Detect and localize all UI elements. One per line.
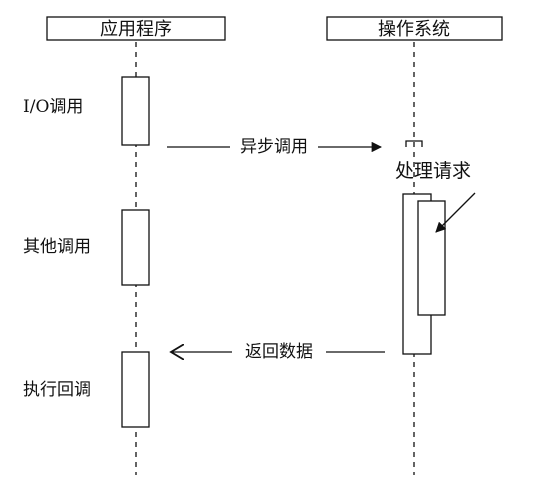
label-io-call: I/O调用: [23, 97, 83, 117]
label-other-call: 其他调用: [23, 237, 91, 257]
lifeline-app-title: 应用程序: [100, 19, 172, 40]
message-async-call-label: 异步调用: [240, 137, 308, 157]
label-handle-request: 处理请求: [395, 160, 471, 182]
lifeline-header-os: 操作系统: [326, 16, 503, 41]
activation-other-call: [121, 209, 150, 286]
lifeline-header-app: 应用程序: [46, 16, 226, 41]
lifeline-os-title: 操作系统: [378, 19, 450, 40]
label-exec-callback: 执行回调: [23, 380, 91, 400]
pointer-arrow: [435, 192, 476, 233]
activation-io-call: [121, 76, 150, 146]
os-activation-inner: [417, 200, 446, 316]
message-return-data-label: 返回数据: [245, 342, 313, 362]
os-receive-bracket: [405, 140, 423, 147]
activation-exec-callback: [121, 351, 150, 428]
message-return-data: 返回数据: [171, 342, 385, 362]
message-async-call: 异步调用: [167, 137, 383, 157]
